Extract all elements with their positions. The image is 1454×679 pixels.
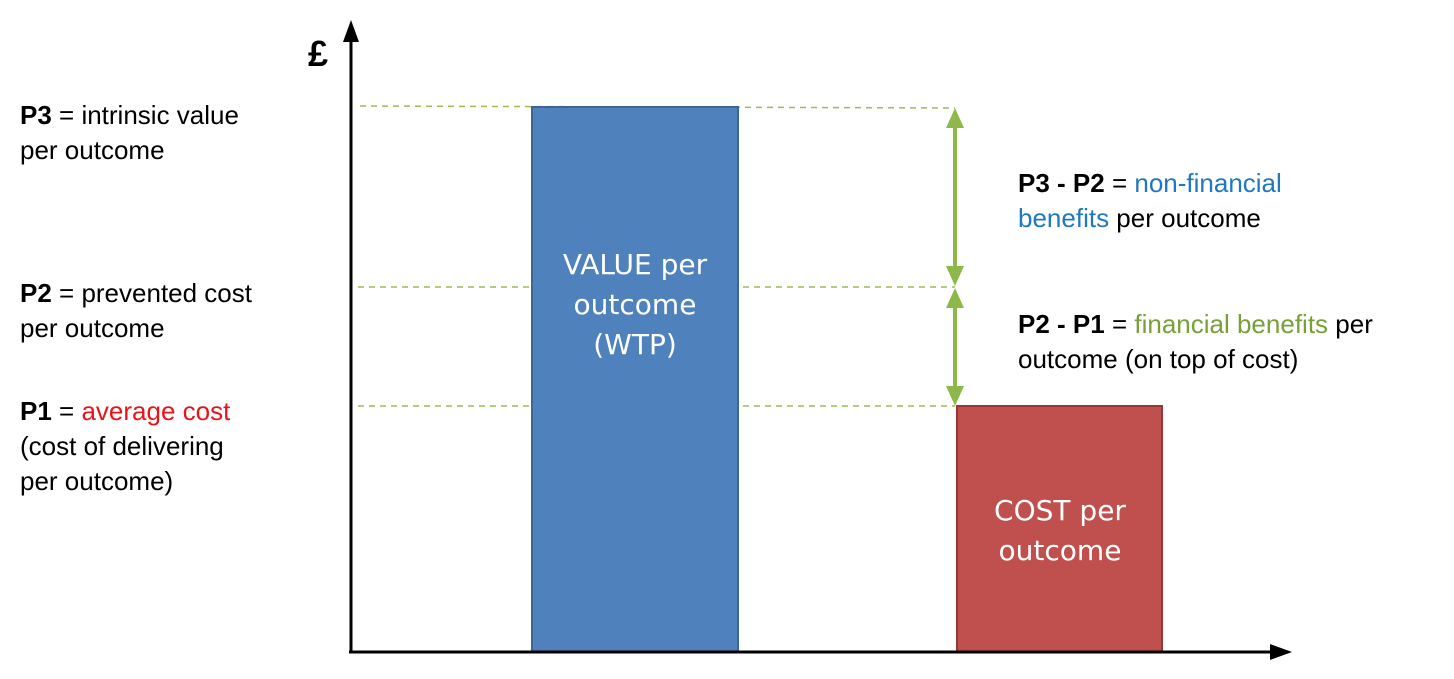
- p2-p1-arrow-bottom: [946, 386, 964, 406]
- p1-key: P1: [20, 396, 52, 426]
- p2-p1-eq: =: [1104, 309, 1135, 339]
- cost-bar: [956, 405, 1163, 653]
- p1-eq: =: [51, 396, 82, 426]
- p2-key: P2: [20, 278, 52, 308]
- p3-p2-rest: per outcome: [1109, 203, 1261, 233]
- p3-p2-highlight1: non-financial: [1134, 168, 1282, 198]
- value-bar-label: VALUE per outcome (WTP): [562, 248, 708, 361]
- p3-line2: per outcome: [20, 135, 165, 165]
- p3-eq: = intrinsic value: [51, 100, 239, 130]
- p2-p1-rest: per: [1328, 309, 1373, 339]
- y-axis-arrowhead: [343, 20, 359, 42]
- p3-p2-arrow-bottom: [946, 266, 964, 286]
- p3-p2-eq: =: [1104, 168, 1135, 198]
- p2-label: P2 = prevented cost per outcome: [20, 276, 252, 346]
- p3-p2-key: P3 - P2: [1018, 168, 1105, 198]
- p3-p2-label: P3 - P2 = non-financial benefits per out…: [1018, 166, 1282, 236]
- p2-p1-line2: outcome (on top of cost): [1018, 344, 1299, 374]
- x-axis-arrowhead: [1270, 644, 1292, 660]
- p3-key: P3: [20, 100, 52, 130]
- y-axis-currency-symbol: £: [308, 33, 329, 74]
- p2-p1-key: P2 - P1: [1018, 309, 1105, 339]
- p2-p1-highlight: financial benefits: [1134, 309, 1329, 339]
- p1-line3: per outcome): [20, 466, 174, 496]
- p1-label: P1 = average cost (cost of delivering pe…: [20, 394, 230, 499]
- p2-p1-label: P2 - P1 = financial benefits per outcome…: [1018, 307, 1373, 377]
- p2-eq: = prevented cost: [51, 278, 252, 308]
- value-bar: [531, 106, 739, 653]
- p2-p1-arrow-top: [946, 288, 964, 308]
- p1-line2: (cost of delivering: [20, 431, 224, 461]
- p2-line2: per outcome: [20, 313, 165, 343]
- p3-p2-highlight2: benefits: [1018, 203, 1110, 233]
- cost-bar-label: COST per outcome: [994, 494, 1126, 567]
- p1-highlight: average cost: [81, 396, 231, 426]
- p3-label: P3 = intrinsic value per outcome: [20, 98, 239, 168]
- p3-p2-arrow-top: [946, 108, 964, 128]
